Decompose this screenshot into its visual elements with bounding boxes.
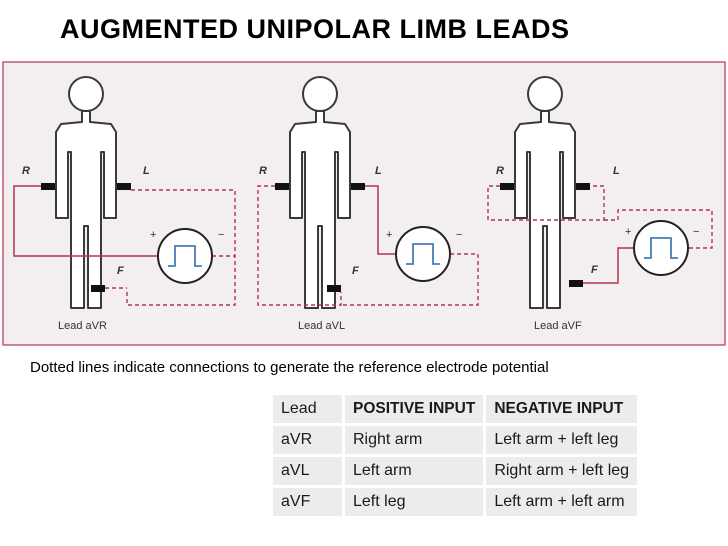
label-r: R (496, 165, 504, 177)
lead-diagram: R L F + − Lead aVR R L F + − Lead aVL R … (2, 61, 726, 346)
table-cell: Left leg (341, 485, 487, 519)
caption: Dotted lines indicate connections to gen… (30, 359, 549, 376)
table-cell: aVF (270, 485, 345, 519)
plus-sign: + (150, 229, 156, 241)
label-r: R (259, 165, 267, 177)
table-row: aVF Left leg Left arm + left arm (270, 485, 641, 519)
header-positive-input: POSITIVE INPUT (341, 392, 487, 426)
panel-avf: R L F + − Lead aVF (487, 76, 713, 332)
label-f: F (117, 265, 124, 277)
foot-electrode (327, 285, 341, 292)
left-arm-electrode (117, 183, 131, 190)
table-cell: Left arm + left leg (483, 423, 641, 457)
table-header-row: Lead POSITIVE INPUT NEGATIVE INPUT (270, 392, 641, 426)
lead-label: Lead aVR (58, 320, 107, 332)
table-row: aVR Right arm Left arm + left leg (270, 423, 641, 457)
right-arm-electrode (41, 183, 55, 190)
header-negative-input: NEGATIVE INPUT (483, 392, 641, 426)
table-cell: aVL (270, 454, 345, 488)
panel-avl: R L F + − Lead aVL (257, 76, 479, 332)
lead-label: Lead aVF (534, 320, 582, 332)
foot-electrode (91, 285, 105, 292)
lead-input-table: Lead POSITIVE INPUT NEGATIVE INPUT aVR R… (270, 392, 641, 519)
table-row: aVL Left arm Right arm + left leg (270, 454, 641, 488)
label-l: L (613, 165, 620, 177)
page-title: AUGMENTED UNIPOLAR LIMB LEADS (60, 14, 570, 44)
plus-sign: + (386, 229, 392, 241)
table-cell: Left arm + left arm (483, 485, 641, 519)
label-l: L (375, 165, 382, 177)
label-f: F (352, 265, 359, 277)
table-cell: Left arm (341, 454, 487, 488)
panel-avr: R L F + − Lead aVR (13, 76, 236, 332)
minus-sign: − (693, 226, 699, 238)
foot-electrode (569, 280, 583, 287)
plus-sign: + (625, 226, 631, 238)
right-arm-electrode (275, 183, 289, 190)
minus-sign: − (218, 229, 224, 241)
table-cell: aVR (270, 423, 345, 457)
label-f: F (591, 264, 598, 276)
minus-sign: − (456, 229, 462, 241)
left-arm-electrode (351, 183, 365, 190)
label-l: L (143, 165, 150, 177)
lead-label: Lead aVL (298, 320, 345, 332)
table-cell: Right arm (341, 423, 487, 457)
header-lead: Lead (270, 392, 345, 426)
label-r: R (22, 165, 30, 177)
table-cell: Right arm + left leg (483, 454, 641, 488)
right-arm-electrode (500, 183, 514, 190)
left-arm-electrode (576, 183, 590, 190)
